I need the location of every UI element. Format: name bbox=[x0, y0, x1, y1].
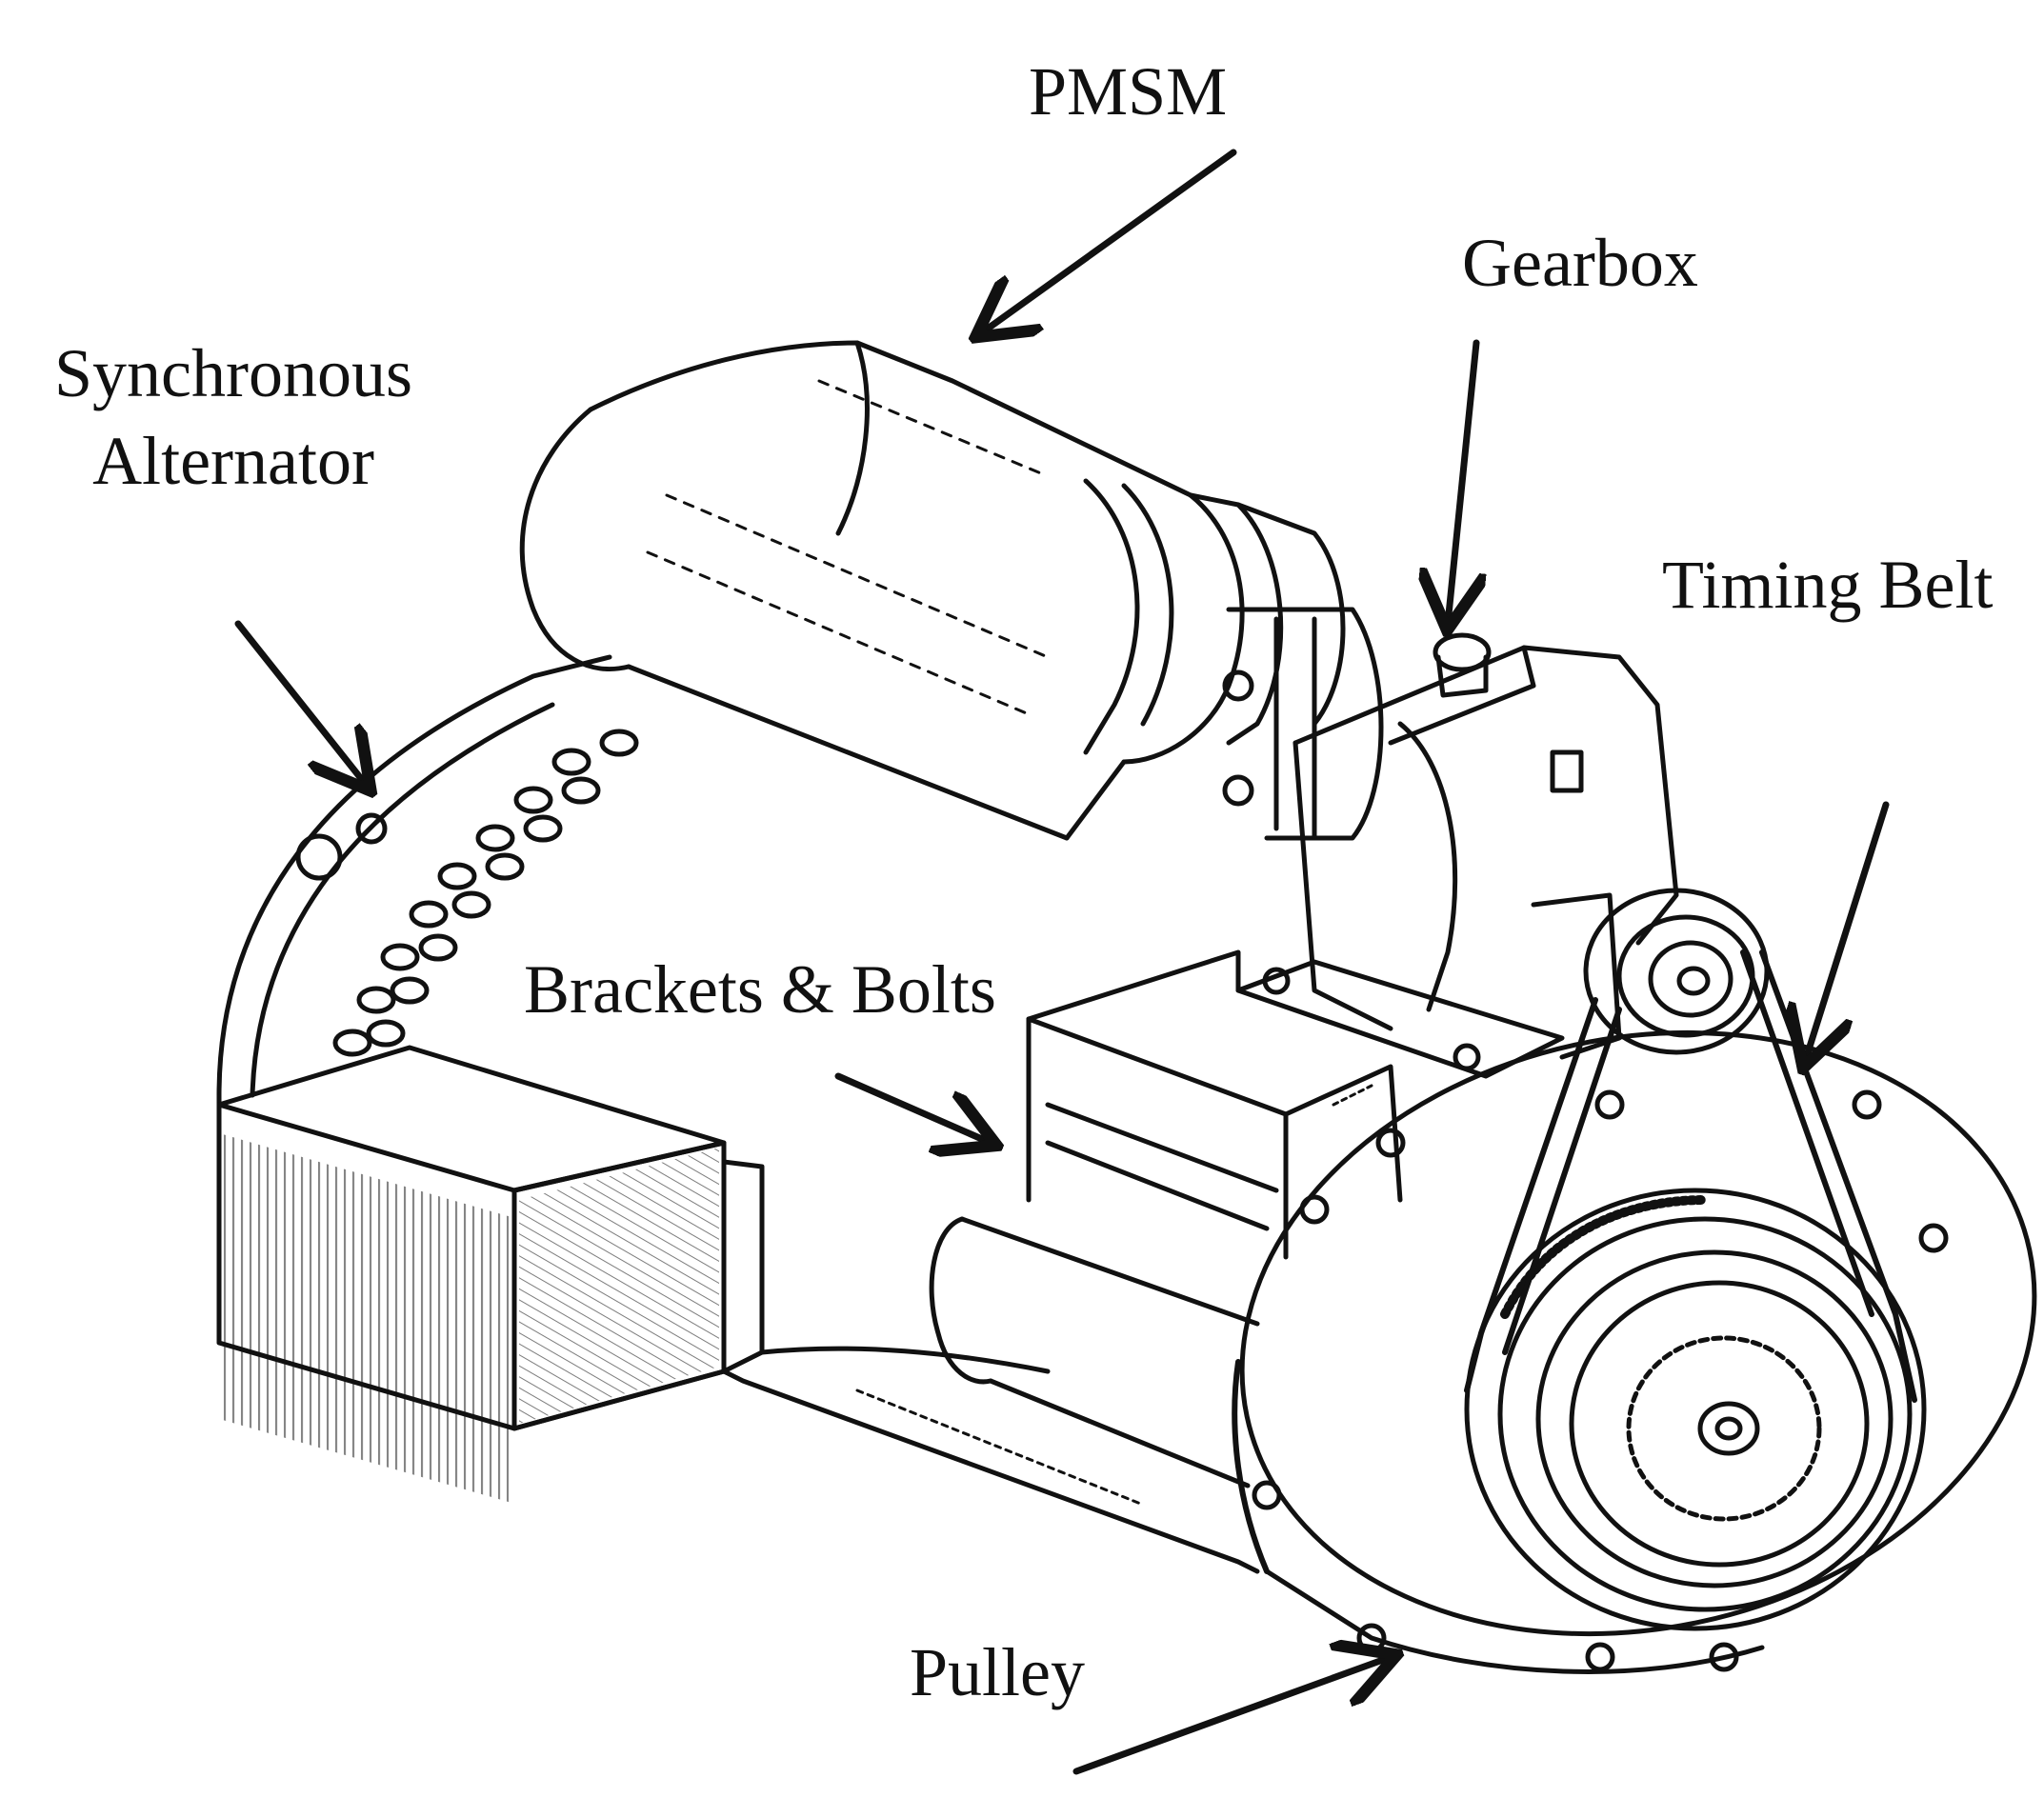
label-pmsm: PMSM bbox=[1029, 53, 1228, 130]
pmsm-body bbox=[519, 340, 1346, 841]
gearbox-pulley bbox=[1531, 888, 1770, 1060]
label-synchronous-alternator-line1: Synchronous bbox=[54, 335, 412, 411]
synchronous-alternator-body bbox=[216, 654, 639, 1136]
arrow-synchronous-alternator bbox=[234, 620, 367, 786]
label-synchronous-alternator-line2: Alternator bbox=[92, 423, 374, 499]
arrow-gearbox bbox=[1448, 339, 1476, 624]
pulley bbox=[1464, 1188, 1927, 1631]
arrow-pulley bbox=[1072, 1657, 1391, 1775]
end-plate bbox=[1232, 1029, 2037, 1674]
timing-belt bbox=[1464, 949, 1917, 1403]
gearbox-body bbox=[1235, 632, 1679, 1079]
arrow-timing-belt bbox=[1805, 801, 1890, 1062]
arrow-pmsm bbox=[981, 149, 1237, 333]
label-timing-belt: Timing Belt bbox=[1662, 547, 1994, 623]
alternator-lower-contour bbox=[511, 1368, 1260, 1574]
arrow-brackets-bolts bbox=[834, 1072, 991, 1143]
label-pulley: Pulley bbox=[910, 1634, 1086, 1710]
terminal-box bbox=[216, 1045, 765, 1503]
label-gearbox: Gearbox bbox=[1462, 225, 1698, 301]
brackets-frame bbox=[1026, 949, 1403, 1260]
label-brackets-bolts: Brackets & Bolts bbox=[524, 951, 996, 1028]
lower-shaft-housing bbox=[855, 1216, 1260, 1507]
motor-coupling bbox=[1222, 607, 1384, 841]
